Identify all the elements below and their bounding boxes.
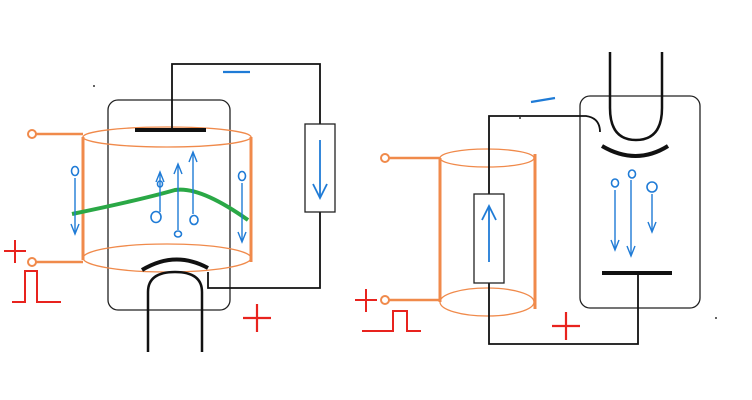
left-terminal-top (27, 129, 37, 139)
right-heater (608, 52, 664, 142)
left-electron (237, 170, 247, 182)
right-plus-sign (552, 312, 580, 340)
right-arrows (610, 180, 657, 258)
right-electron (646, 181, 658, 193)
left-terminal-bottom (27, 257, 37, 267)
right-particles (610, 169, 658, 193)
stray-dot (93, 85, 95, 87)
right-minus-sign (530, 96, 556, 104)
left-circuit-wire (171, 63, 321, 289)
right-circuit-wire (488, 115, 639, 345)
right-pulse-waveform (362, 310, 421, 332)
right-cathode (600, 144, 670, 158)
left-pulse-waveform (12, 270, 61, 303)
right-coil (386, 148, 537, 317)
left-input-plus-sign (4, 240, 26, 263)
left-electron (150, 210, 162, 224)
right-resistor-arrow-icon (481, 203, 497, 262)
right-input-plus-sign (355, 289, 377, 312)
left-electron (173, 230, 183, 238)
stray-dot (715, 317, 717, 319)
stray-dot (519, 117, 521, 119)
left-electron (189, 214, 199, 226)
left-electron-beam (71, 187, 250, 222)
right-terminal-top (380, 153, 390, 163)
right-electron (627, 169, 637, 179)
left-coil (33, 126, 253, 273)
left-plus-sign (243, 304, 271, 332)
left-heater (146, 270, 204, 352)
left-device (4, 63, 336, 352)
right-electron (610, 178, 620, 188)
right-terminal-bottom (380, 295, 390, 305)
right-device (355, 52, 701, 345)
left-cathode (140, 257, 209, 272)
left-resistor-arrow-icon (312, 140, 328, 201)
left-arrows (70, 150, 247, 244)
right-tube-envelope (579, 95, 701, 309)
left-electron (70, 165, 80, 177)
